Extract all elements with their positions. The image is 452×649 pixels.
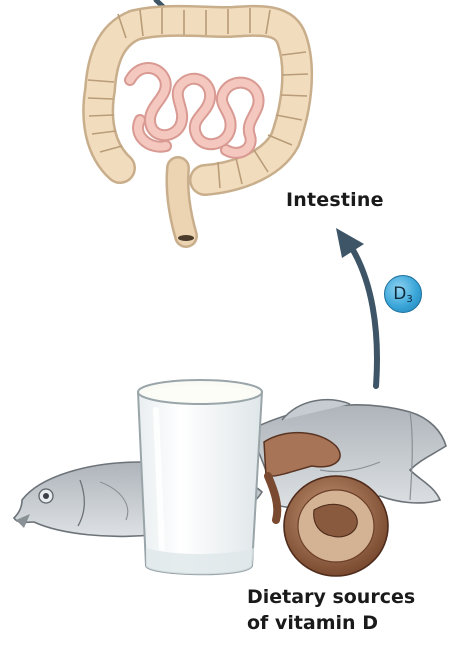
- intestine-illustration: [88, 8, 308, 241]
- vitamin-d3-badge: D3: [384, 275, 422, 313]
- dietary-label-line2: of vitamin D: [247, 610, 415, 636]
- arrow-to-intestine: [336, 228, 377, 386]
- intestine-label: Intestine: [286, 189, 384, 211]
- glass-of-milk-icon: [138, 380, 262, 574]
- dietary-label-line1: Dietary sources: [247, 584, 415, 610]
- dietary-sources-label: Dietary sources of vitamin D: [247, 584, 415, 636]
- d3-letter: D: [393, 284, 406, 304]
- d3-subscript: 3: [406, 294, 412, 305]
